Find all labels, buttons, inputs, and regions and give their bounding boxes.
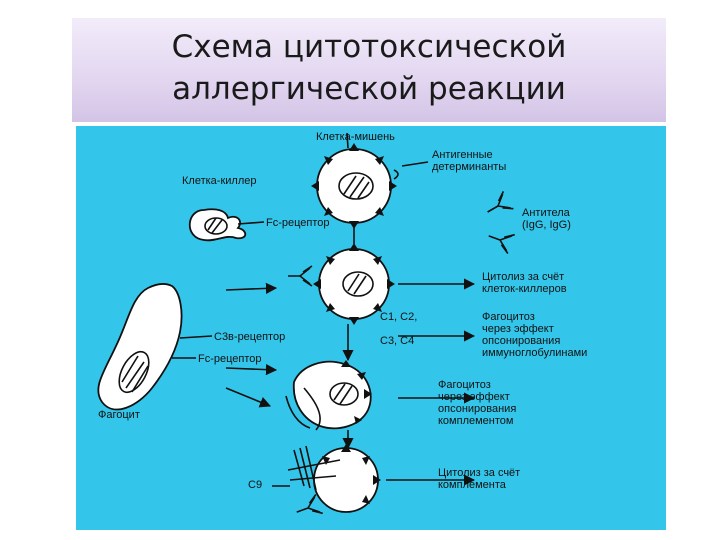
label-target-cell: Клетка-мишень — [316, 131, 395, 143]
title-line-1: Схема цитотоксической — [171, 29, 567, 65]
target-cell-2 — [313, 243, 395, 325]
label-c1c2: С1, С2, — [380, 311, 417, 323]
label-cytolysis-complement-2: комплемента — [438, 479, 507, 491]
label-phagocytosis-c-3: опсонирования — [438, 403, 516, 415]
reaction-diagram: Клетка-мишень Антигенные детерминанты Кл… — [76, 126, 666, 530]
label-phagocytosis-ig-4: иммуноглобулинами — [482, 347, 587, 359]
label-phagocytosis-c-4: комплементом — [438, 415, 513, 427]
label-c9: С9 — [248, 479, 262, 491]
antibody-bound-cell2 — [287, 265, 313, 287]
arrow-phagocyte-to-cell3 — [225, 364, 278, 376]
antibody-bound-cell4 — [292, 493, 324, 523]
fc-receptor-pointer-top — [237, 221, 265, 225]
label-c3c4: С3, С4 — [380, 335, 414, 347]
c3b-receptor-pointer — [179, 335, 213, 339]
target-cell-1 — [311, 143, 397, 229]
label-cytolysis-killers-1: Цитолиз за счёт — [482, 271, 564, 283]
diagram-svg: Клетка-мишень Антигенные детерминанты Кл… — [97, 131, 587, 523]
label-fc-receptor-top: Fc-рецептор — [266, 217, 330, 229]
antigenic-determinant-marker — [393, 169, 399, 180]
antibody-free-1 — [481, 190, 515, 222]
label-killer-cell: Клетка-киллер — [182, 175, 256, 187]
target-cell-pointer — [346, 132, 349, 149]
label-fc-receptor-left: Fc-рецептор — [198, 353, 262, 365]
label-phagocytosis-ig-3: опсонирования — [482, 335, 560, 347]
target-cell-3 — [285, 360, 372, 431]
label-cytolysis-killers-2: клеток-киллеров — [482, 283, 567, 295]
label-antigenic-2: детерминанты — [432, 161, 506, 173]
killer-cell — [188, 208, 247, 242]
label-phagocytosis-c-2: через эффект — [438, 391, 510, 403]
label-phagocytosis-ig-1: Фагоцитоз — [482, 311, 535, 323]
label-phagocyte: Фагоцит — [98, 409, 140, 421]
target-cell-4 — [287, 444, 381, 513]
label-phagocytosis-ig-2: через эффект — [482, 323, 554, 335]
arrow-killer-to-cell2 — [225, 282, 278, 294]
slide-title: Схема цитотоксической аллергической реак… — [72, 26, 666, 110]
antigenic-pointer — [401, 161, 429, 167]
label-antigenic-1: Антигенные — [432, 149, 493, 161]
label-phagocytosis-c-1: Фагоцитоз — [438, 379, 491, 391]
label-c3b-receptor: С3в-рецептор — [214, 331, 285, 343]
title-line-2: аллергической реакции — [172, 71, 566, 107]
antibody-free-2 — [484, 225, 516, 255]
title-band — [72, 18, 666, 122]
label-antibodies-1: Антитела — [522, 207, 571, 219]
arrow-phagocyte-to-cell4 — [225, 387, 272, 408]
phagocyte-cell — [97, 282, 183, 411]
label-cytolysis-complement-1: Цитолиз за счёт — [438, 467, 520, 479]
label-antibodies-2: (IgG, IgG) — [522, 219, 571, 231]
